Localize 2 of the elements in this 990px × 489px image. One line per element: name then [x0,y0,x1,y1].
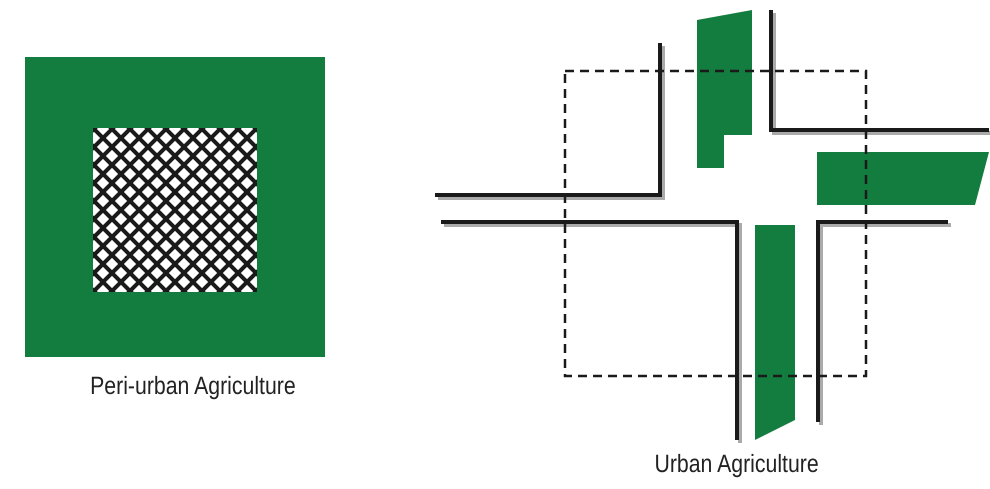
caption: Peri-urban Agriculture [90,372,296,401]
caption: Urban Agriculture [654,450,819,479]
